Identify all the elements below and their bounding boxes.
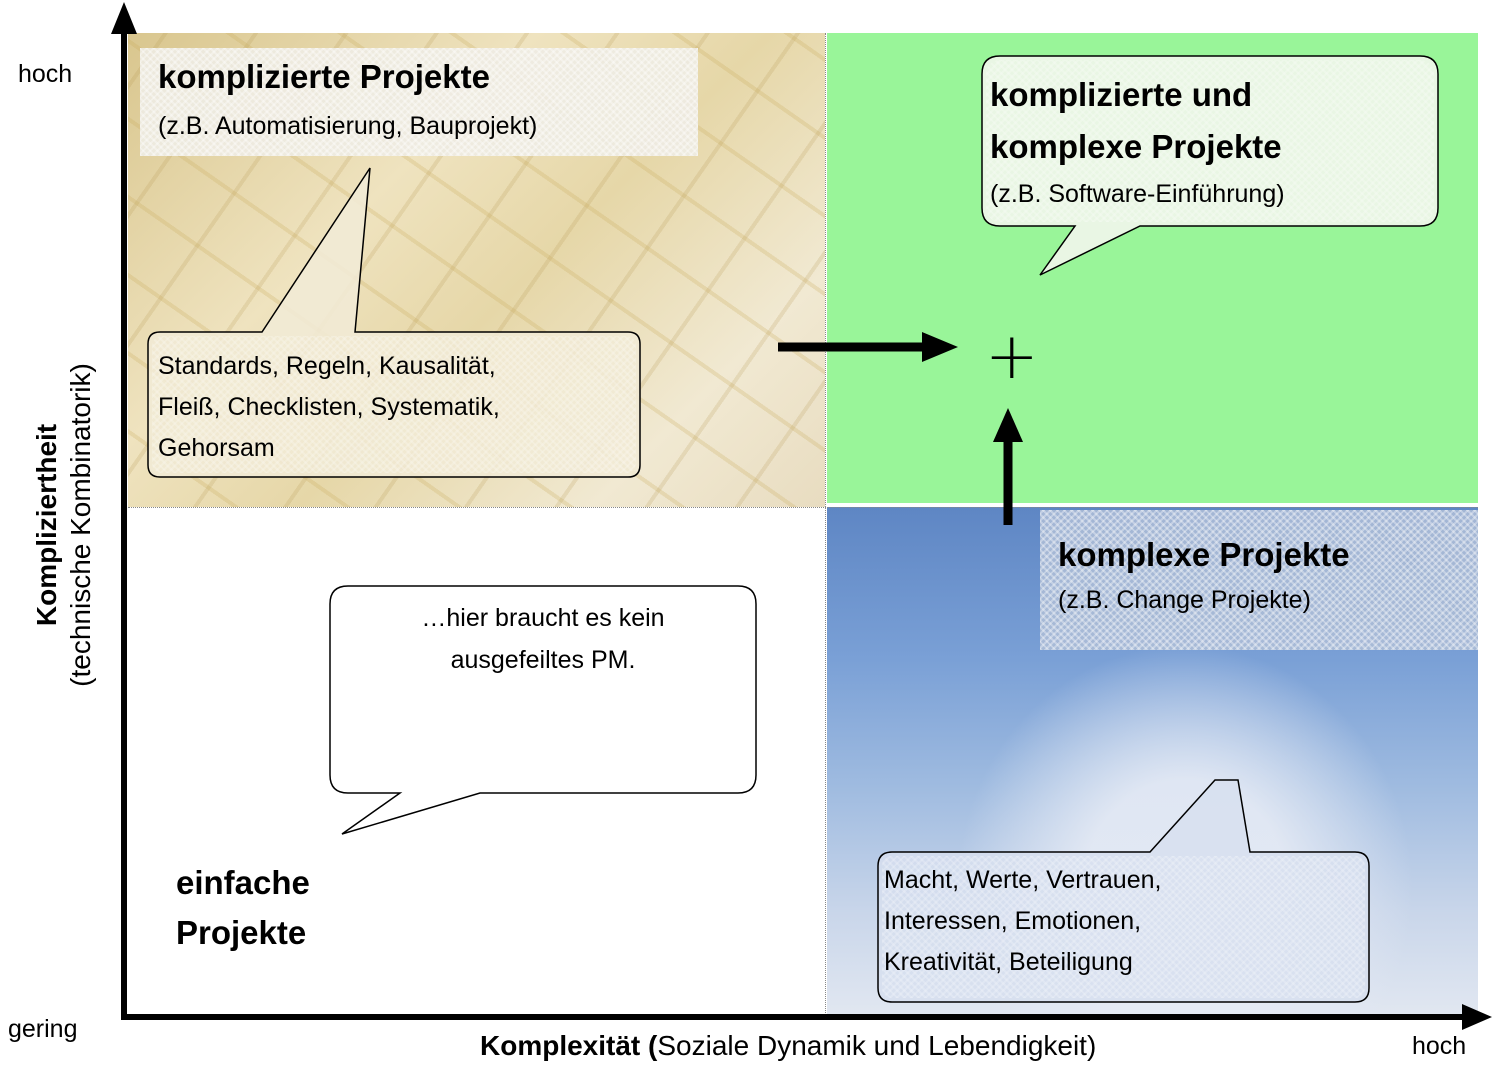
callout-simple-line2: ausgefeiltes PM. [450, 646, 636, 674]
both-example: (z.B. Software-Einführung) [990, 180, 1285, 208]
y-axis-high-label: hoch [18, 60, 73, 88]
callout-complex-line3: Kreativität, Beteiligung [884, 948, 1133, 976]
callout-simple-line1: …hier braucht es kein [421, 604, 665, 632]
x-axis-title-group: Komplexität (Soziale Dynamik und Lebendi… [480, 1030, 1096, 1062]
arrow-up-head [993, 408, 1023, 442]
x-axis-subtitle: Soziale Dynamik und Lebendigkeit) [657, 1030, 1097, 1061]
complicated-title: komplizierte Projekte [158, 58, 490, 95]
callout-both-shape [981, 55, 1439, 276]
complex-title-band [1040, 510, 1478, 650]
divider-vertical [825, 33, 826, 1015]
simple-title-line1: einfache [176, 864, 310, 901]
x-axis-high-label: hoch [1412, 1032, 1467, 1060]
callout-complicated-line1: Standards, Regeln, Kausalität, [158, 352, 496, 380]
both-title-line1: komplizierte und [990, 76, 1253, 113]
simple-title-line2: Projekte [176, 914, 307, 951]
complex-title: komplexe Projekte [1058, 536, 1350, 573]
callout-complex-line2: Interessen, Emotionen, [884, 907, 1142, 935]
x-axis-paren: ( [648, 1030, 658, 1061]
y-axis-arrowhead [111, 2, 137, 34]
complicated-example: (z.B. Automatisierung, Bauprojekt) [158, 112, 538, 140]
callout-complicated-line2: Fleiß, Checklisten, Systematik, [158, 393, 500, 421]
y-axis-title: Kompliziertheit [31, 423, 62, 627]
x-axis-title: Komplexität [480, 1030, 641, 1061]
x-axis-arrowhead [1462, 1004, 1492, 1030]
callout-complex-hatch [882, 856, 1365, 998]
origin-low-label: gering [8, 1015, 78, 1043]
arrow-right-head [922, 332, 958, 362]
complicated-title-band [140, 48, 698, 156]
callout-complicated-line3: Gehorsam [158, 434, 275, 462]
plus-symbol: + [985, 320, 1039, 394]
complex-example: (z.B. Change Projekte) [1058, 586, 1311, 614]
divider-horizontal [128, 507, 1478, 508]
both-title-line2: komplexe Projekte [990, 128, 1282, 165]
callout-both-hatch [986, 60, 1434, 222]
callout-simple-shape [329, 585, 757, 835]
callout-complex-shape [877, 779, 1370, 1003]
callout-complex-line1: Macht, Werte, Vertrauen, [884, 866, 1162, 894]
callout-complicated-hatch [152, 336, 636, 473]
y-axis-subtitle: (technische Kombinatorik) [65, 363, 96, 687]
callout-complicated-shape [147, 167, 641, 478]
